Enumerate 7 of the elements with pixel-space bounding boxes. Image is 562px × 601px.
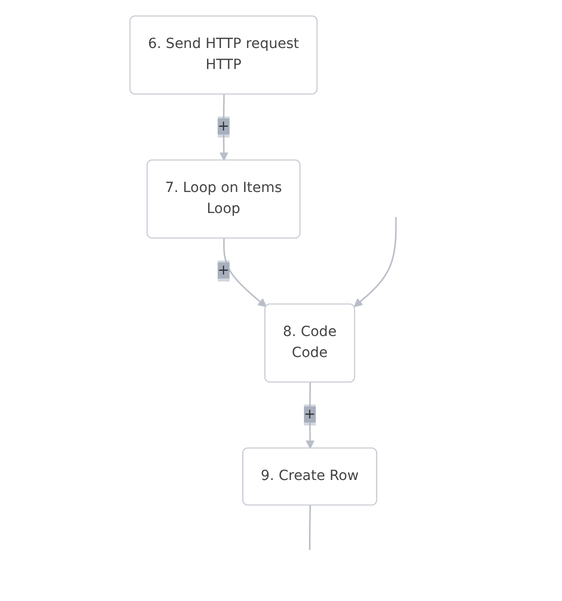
arrow [354, 216, 397, 307]
connector [309, 504, 311, 550]
edge-label: + [218, 262, 230, 278]
node-text: 6. Send HTTP request HTTP [148, 36, 300, 72]
edge-label: + [304, 406, 316, 422]
arrow [223, 238, 267, 307]
edge-label: + [218, 118, 230, 134]
